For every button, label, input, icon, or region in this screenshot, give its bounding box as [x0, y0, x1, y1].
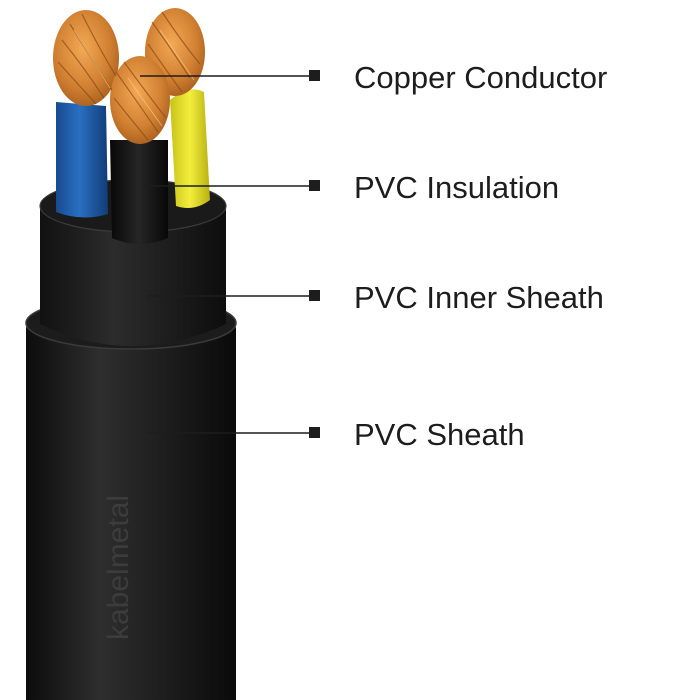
leader-lines — [140, 75, 314, 434]
black-core — [110, 140, 168, 244]
label-pvc-sheath: PVC Sheath — [354, 417, 525, 452]
label-copper-conductor: Copper Conductor — [354, 60, 608, 95]
marker-square-pvc-inner-sheath — [309, 290, 320, 301]
yellow-core — [170, 89, 210, 208]
marker-square-copper-conductor — [309, 70, 320, 81]
label-pvc-insulation: PVC Insulation — [354, 170, 560, 205]
blue-core — [56, 102, 108, 218]
leader-markers — [309, 70, 320, 438]
label-pvc-inner-sheath: PVC Inner Sheath — [354, 280, 604, 315]
sheath-watermark: kabelmetal — [102, 495, 135, 640]
copper-strands — [53, 8, 205, 144]
marker-square-pvc-sheath — [309, 427, 320, 438]
marker-square-pvc-insulation — [309, 180, 320, 191]
